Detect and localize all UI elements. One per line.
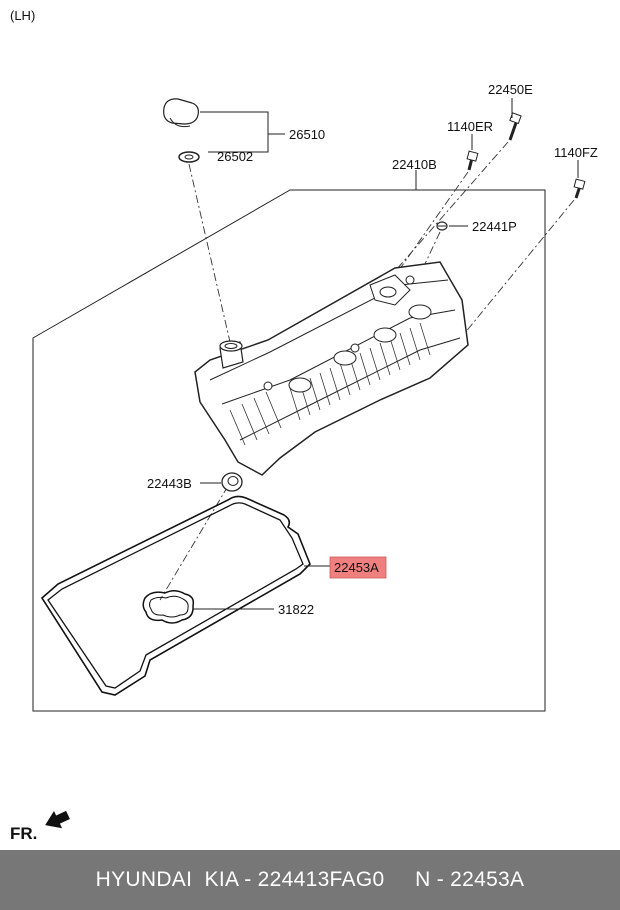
callout-22410b: 22410B: [392, 157, 437, 172]
front-arrow-icon: [45, 810, 70, 829]
callout-22453a: 22453A: [334, 560, 379, 575]
callout-22443b: 22443B: [147, 476, 192, 491]
plug-tube-seal-31822: [142, 590, 195, 624]
bolt-1140er: [466, 150, 479, 171]
callout-1140fz: 1140FZ: [554, 145, 598, 160]
bolt-22450e: [508, 112, 522, 141]
front-indicator-label: FR.: [10, 824, 38, 843]
callout-31822: 31822: [278, 602, 314, 617]
valve-cover-22410b: [194, 261, 469, 476]
footer-banner: HYUNDAI KIA - 224413FAG0 N - 22453A: [0, 850, 620, 910]
callout-22450e: 22450E: [488, 82, 533, 97]
pcv-grommet-22443b: [221, 472, 243, 492]
callout-1140er: 1140ER: [447, 119, 493, 134]
callout-26502: 26502: [217, 149, 253, 164]
view-side-label: (LH): [10, 8, 36, 23]
grommet-22441p: [436, 221, 448, 231]
callout-26510: 26510: [289, 127, 325, 142]
bolt-1140fz: [573, 178, 586, 199]
exploded-parts-diagram: 22450E 1140ER 1140FZ 26510 26502 22410B …: [32, 82, 598, 829]
footer-text: HYUNDAI KIA - 224413FAG0 N - 22453A: [95, 868, 525, 891]
cover-gasket-22453a: [40, 495, 311, 696]
callout-22441p: 22441P: [472, 219, 517, 234]
assembly-frame: [32, 189, 546, 712]
callout-leaders: [193, 98, 579, 610]
highlight-box: [329, 556, 387, 579]
oil-cap-seal: [178, 151, 200, 163]
oil-filler-cap: [163, 98, 199, 128]
